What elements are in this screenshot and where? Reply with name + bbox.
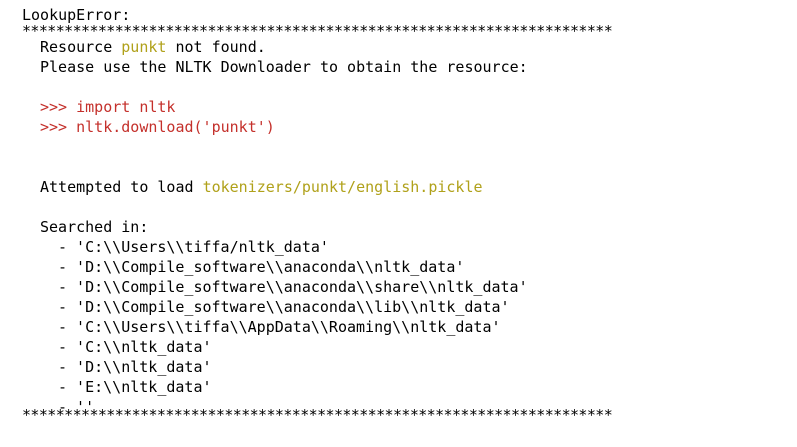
spacer [22,77,797,97]
code-download-line: >>> nltk.download('punkt') [40,118,275,136]
code-import-line: >>> import nltk [40,98,176,116]
separator-bottom: ****************************************… [22,409,613,421]
search-path-item: - 'D:\\Compile_software\\anaconda\\share… [58,278,528,296]
resource-prefix: Resource [40,38,122,56]
separator-top: ****************************************… [22,25,613,37]
search-path-item: - '' [58,398,95,409]
search-path-item: - 'D:\\Compile_software\\anaconda\\nltk_… [58,258,465,276]
resource-name: punkt [121,38,167,56]
spacer [22,137,797,157]
searched-in-label: Searched in: [40,218,149,236]
attempted-prefix: Attempted to load [40,178,203,196]
resource-suffix: not found. [166,38,266,56]
search-path-item: - 'D:\\Compile_software\\anaconda\\lib\\… [58,298,510,316]
spacer [22,157,797,177]
error-title: LookupError: [22,6,131,24]
downloader-message: Please use the NLTK Downloader to obtain… [40,58,528,76]
resource-not-found-line: Resource punkt not found. [22,37,797,57]
spacer [22,197,797,217]
search-path-item: - 'C:\\Users\\tiffa/nltk_data' [58,238,329,256]
attempted-path: tokenizers/punkt/english.pickle [202,178,483,196]
attempted-load-line: Attempted to load tokenizers/punkt/engli… [22,177,797,197]
search-path-item: - 'D:\\nltk_data' [58,358,212,376]
search-path-item: - 'E:\\nltk_data' [58,378,212,396]
search-path-item: - 'C:\\Users\\tiffa\\AppData\\Roaming\\n… [58,318,501,336]
error-output: LookupError: ***************************… [22,5,797,421]
search-path-item: - 'C:\\nltk_data' [58,338,212,356]
